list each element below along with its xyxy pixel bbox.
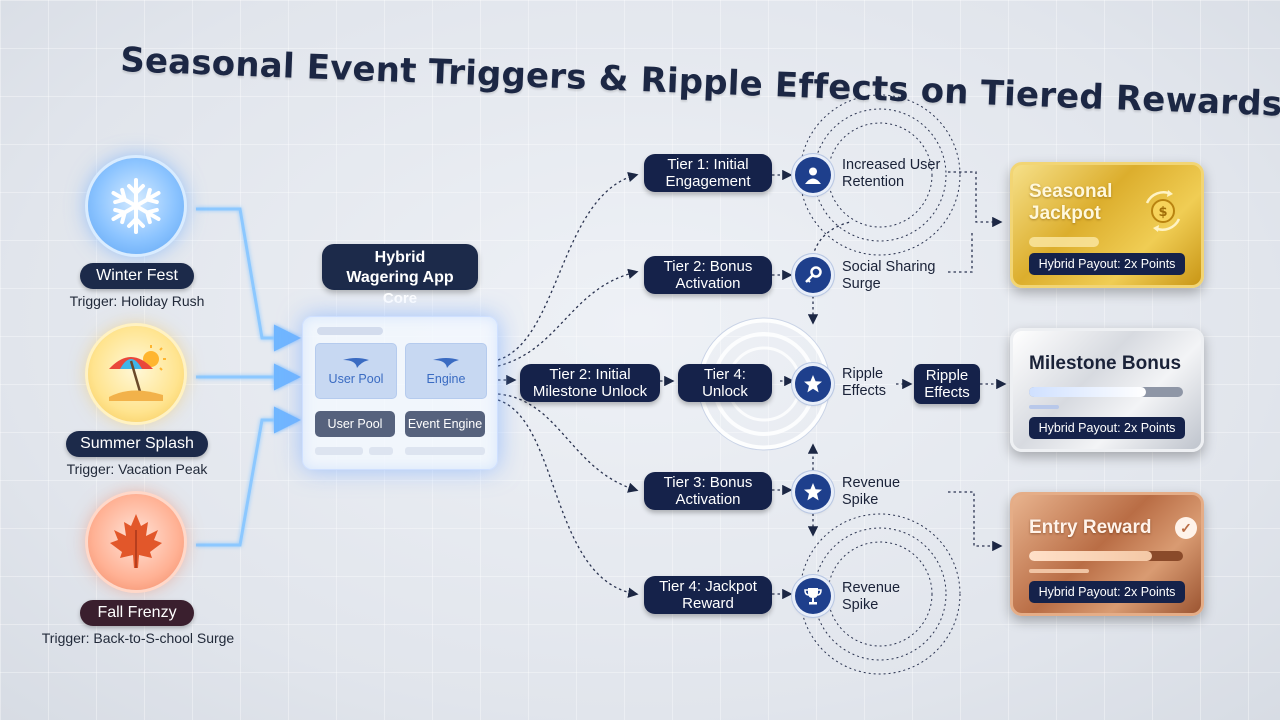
entry-progress-fill: [1029, 551, 1153, 561]
beach-umbrella-icon: [88, 326, 184, 422]
trophy-icon: [795, 578, 831, 614]
entry-progress-track: [1029, 551, 1183, 561]
svg-text:$: $: [1158, 205, 1167, 220]
milestone-progress-track: [1029, 387, 1183, 397]
key-icon: [795, 257, 831, 293]
event-pill-winter[interactable]: Winter Fest: [80, 263, 194, 289]
core-tile-event-engine[interactable]: Event Engine: [405, 411, 485, 437]
core-panel[interactable]: User Pool Engine User Pool Event Engine: [302, 316, 498, 470]
event-trigger-summer: Trigger: Vacation Peak: [66, 461, 208, 477]
check-icon: ✓: [1175, 517, 1197, 539]
fall-connector: [196, 406, 301, 547]
payout-label: Hybrid Payout: 2x Points: [1029, 417, 1185, 439]
core-tile-user-pool[interactable]: User Pool: [315, 343, 397, 399]
reward-bar: [1029, 569, 1089, 573]
event-trigger-winter: Trigger: Holiday Rush: [69, 293, 205, 309]
reward-card-seasonal-jackpot[interactable]: Seasonal Jackpot $ Hybrid Payout: 2x Poi…: [1010, 162, 1204, 288]
reward-title: Seasonal Jackpot: [1029, 181, 1113, 224]
core-footer-strip: [405, 447, 485, 455]
link-arc-social: [812, 221, 851, 257]
reward-title: Milestone Bonus: [1029, 353, 1182, 374]
reward-bar: [1029, 405, 1059, 409]
star-icon: [795, 366, 831, 402]
user-icon: [795, 157, 831, 193]
event-trigger-fall: Trigger: Back-to-S-chool Surge: [41, 630, 235, 646]
payout-label: Hybrid Payout: 2x Points: [1029, 253, 1185, 275]
core-header-bar: [317, 327, 383, 335]
star-icon: [795, 474, 831, 510]
tier-4-unlock[interactable]: Tier 4:Unlock: [678, 364, 772, 402]
coin-cycle-icon: $: [1145, 190, 1181, 232]
link-social-jackpot: [948, 230, 973, 273]
maple-leaf-icon: [88, 494, 184, 590]
winter-connector: [196, 207, 301, 352]
payout-label: Hybrid Payout: 2x Points: [1029, 581, 1185, 603]
core-label: Hybrid Wagering App: [322, 244, 478, 290]
link-core-tier2: [497, 268, 639, 367]
core-label-tail: Core: [382, 290, 418, 307]
link-core-tier3: [497, 393, 639, 493]
link-retention-jackpot: [948, 171, 1003, 228]
event-pill-fall[interactable]: Fall Frenzy: [80, 600, 194, 626]
core-tile-engine[interactable]: Engine: [405, 343, 487, 399]
core-tile-user-pool-2[interactable]: User Pool: [315, 411, 395, 437]
snowflake-icon: [88, 158, 184, 254]
link-core-tier1: [497, 171, 639, 361]
link-revenue-entry: [948, 491, 1003, 552]
reward-card-milestone-bonus[interactable]: Milestone Bonus Hybrid Payout: 2x Points: [1010, 328, 1204, 452]
milestone-progress-fill: [1029, 387, 1147, 397]
bird-icon: [433, 358, 459, 368]
link-core-tier4-jackpot: [497, 399, 639, 598]
reward-title: Entry Reward: [1029, 517, 1152, 538]
event-pill-summer[interactable]: Summer Splash: [66, 431, 208, 457]
core-footer-strip: [315, 447, 363, 455]
bird-icon: [343, 358, 369, 368]
reward-bar: [1029, 237, 1099, 247]
reward-card-entry-reward[interactable]: Entry Reward ✓ Hybrid Payout: 2x Points: [1010, 492, 1204, 616]
core-footer-strip: [369, 447, 393, 455]
